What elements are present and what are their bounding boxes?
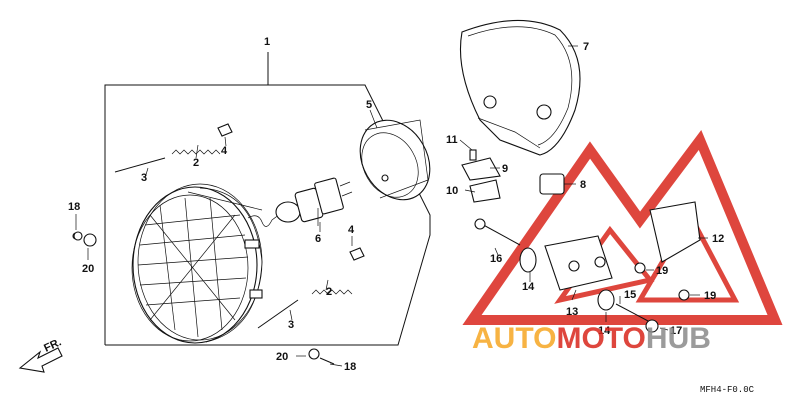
svg-text:AUTOMOTOHUB: AUTOMOTOHUB [472,322,711,355]
callout-3a: 3 [141,172,147,184]
callout-18a: 18 [68,201,80,213]
headlight-case [459,19,581,156]
callout-12: 12 [712,233,724,245]
callout-10: 10 [446,185,458,197]
callout-11: 11 [446,134,458,146]
callout-9: 9 [502,163,508,175]
callout-18b: 18 [344,361,356,373]
callout-16: 16 [490,253,502,265]
front-arrow: FR. [18,336,63,373]
callout-5: 5 [366,99,372,111]
watermark-moto: MOTO [556,322,645,355]
callout-20b: 20 [276,351,288,363]
callout-19b: 19 [704,290,716,302]
watermark-text: AUTOMOTOHUB [472,322,711,355]
headlight-unit [72,183,263,344]
callout-15: 15 [624,289,636,301]
callout-2a: 2 [193,157,199,169]
callout-labels: 1 2 2 3 3 4 4 5 6 7 8 9 10 11 12 13 14 1… [68,36,724,373]
callout-13: 13 [566,306,578,318]
callout-4b: 4 [348,224,355,236]
watermark-hub: HUB [646,322,711,355]
reflector-ring [359,119,431,201]
leader-lines [75,45,708,367]
callout-14b: 14 [598,325,611,337]
callout-17: 17 [670,325,682,337]
callout-8: 8 [580,179,586,191]
callout-4a: 4 [221,145,228,157]
assembly-frame [104,52,431,346]
callout-14a: 14 [522,281,535,293]
figure-code: MFH4-F0.0C [700,385,755,395]
bracket-hardware [73,149,701,365]
callout-3b: 3 [288,319,294,331]
callout-1: 1 [264,36,270,48]
watermark-auto: AUTO [472,322,556,355]
callout-7: 7 [583,41,589,53]
adjust-screws [114,123,365,329]
callout-2b: 2 [326,286,332,298]
bulb-assembly [247,177,353,227]
callout-6: 6 [315,233,321,245]
callout-20a: 20 [82,263,94,275]
callout-19a: 19 [656,265,668,277]
